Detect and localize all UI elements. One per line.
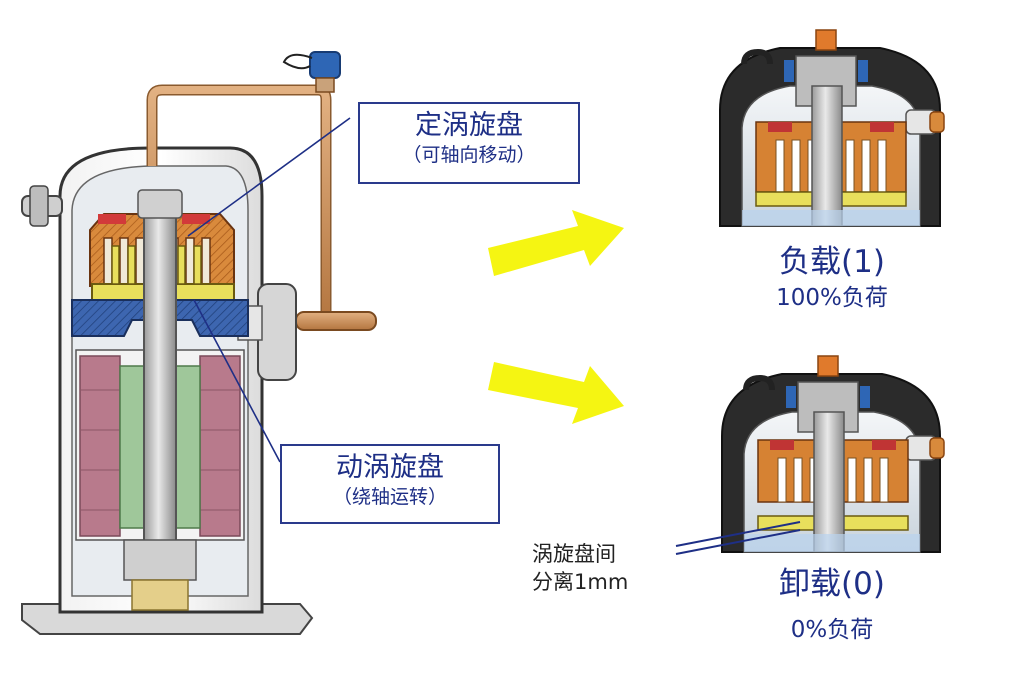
loaded-state-subtitle: 100%负荷 <box>776 285 888 311</box>
loaded-state-title: 负载(1) <box>779 244 885 280</box>
fixed-scroll-title: 定涡旋盘 <box>415 110 523 141</box>
main-compressor <box>21 51 377 635</box>
scroll-gap-note-line2: 分离1mm <box>532 570 629 594</box>
orbiting-scroll-title: 动涡旋盘 <box>336 452 444 483</box>
arrow-to-unloaded-icon <box>488 362 624 424</box>
orbiting-scroll-label: 动涡旋盘 （绕轴运转） <box>280 444 500 524</box>
orbiting-scroll-subtitle: （绕轴运转） <box>332 486 447 508</box>
loaded-compressor-detail <box>719 29 945 227</box>
scroll-gap-note: 涡旋盘间 分离1mm <box>532 540 628 596</box>
scroll-gap-note-line1: 涡旋盘间 <box>532 542 616 566</box>
fixed-scroll-label: 定涡旋盘 （可轴向移动） <box>358 102 580 184</box>
fixed-scroll-subtitle: （可轴向移动） <box>402 144 536 166</box>
unloaded-compressor-detail <box>675 355 945 555</box>
unloaded-state-title: 卸载(0) <box>779 566 885 602</box>
unloaded-state-subtitle: 0%负荷 <box>790 617 874 643</box>
motor-stator <box>79 355 241 537</box>
arrow-to-loaded-icon <box>488 210 624 276</box>
solenoid-valve <box>282 51 341 93</box>
